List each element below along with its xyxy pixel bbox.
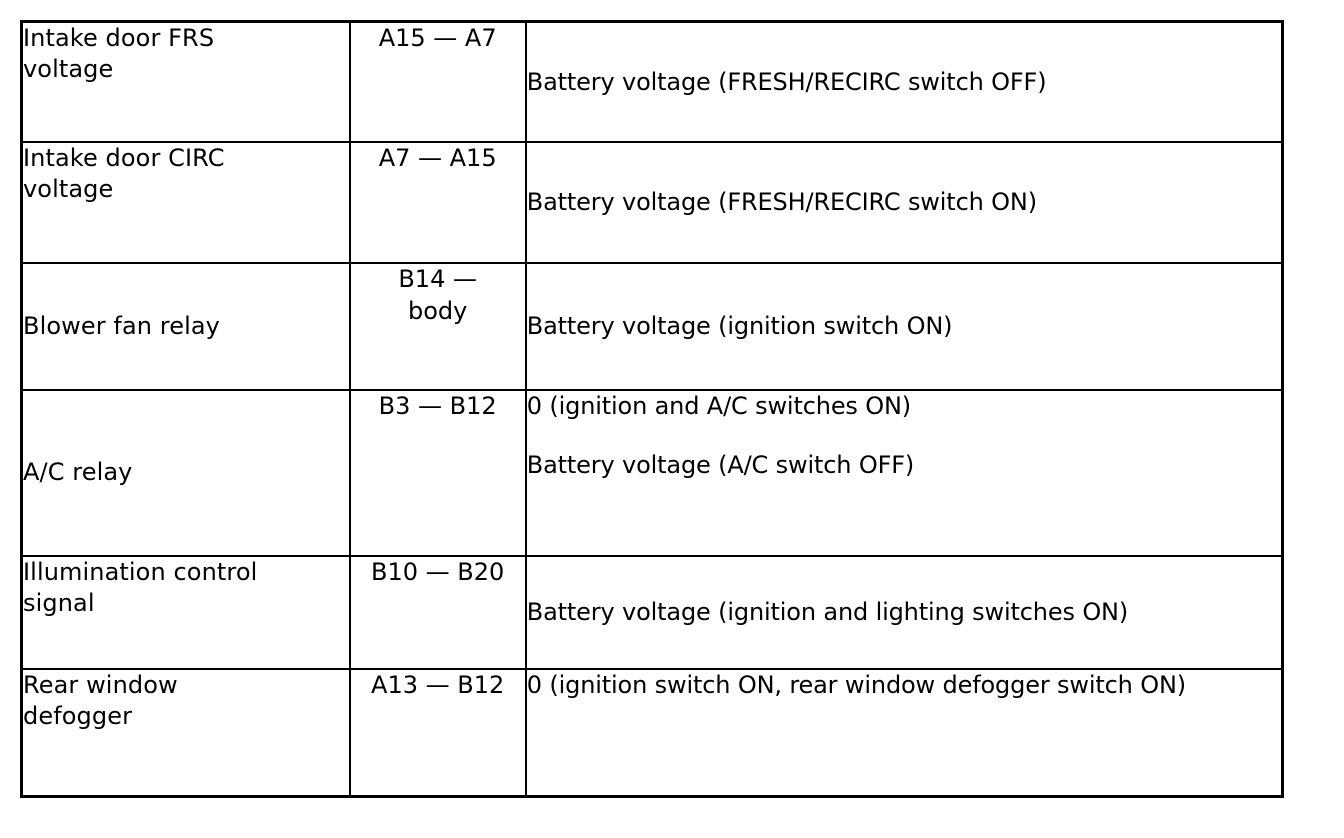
circuit-name-text: Rear window defogger: [23, 671, 178, 731]
condition-text: 0 (ignition and A/C switches ON): [526, 392, 912, 420]
terminal-pair-text: A13 — B12: [371, 671, 505, 699]
condition-text: Battery voltage (FRESH/RECIRC switch ON): [526, 188, 1037, 217]
condition-text: Battery voltage (FRESH/RECIRC switch OFF…: [526, 67, 1047, 96]
cell-condition: Battery voltage (FRESH/RECIRC switch OFF…: [524, 21, 1284, 143]
condition-text: 0 (ignition switch ON, rear window defog…: [526, 671, 1186, 699]
terminal-pair-text: B14 — body: [398, 265, 477, 325]
condition-text-secondary: Battery voltage (A/C switch OFF): [526, 450, 915, 479]
cell-condition: Battery voltage (ignition and lighting s…: [524, 555, 1284, 670]
cell-circuit-name: Intake door FRS voltage: [21, 21, 351, 143]
cell-terminal-pair: A7 — A15: [348, 141, 527, 264]
table-row: A/C relay B3 — B12 0 (ignition and A/C s…: [21, 389, 1284, 557]
terminal-voltage-table: Intake door FRS voltage A15 — A7 Battery…: [20, 20, 1284, 798]
cell-condition: 0 (ignition switch ON, rear window defog…: [524, 668, 1284, 797]
cell-condition: 0 (ignition and A/C switches ON) Battery…: [524, 389, 1284, 557]
cell-circuit-name: A/C relay: [21, 389, 351, 557]
circuit-name-text: Intake door FRS voltage: [23, 24, 215, 84]
cell-terminal-pair: A15 — A7: [348, 21, 527, 143]
cell-terminal-pair: B14 — body: [348, 262, 527, 391]
circuit-name-text: Illumination control signal: [23, 558, 258, 618]
terminal-pair-text: B3 — B12: [378, 392, 497, 420]
cell-condition: Battery voltage (ignition switch ON): [524, 262, 1284, 391]
cell-circuit-name: Rear window defogger: [21, 668, 351, 797]
circuit-name-text: A/C relay: [23, 458, 133, 487]
cell-condition: Battery voltage (FRESH/RECIRC switch ON): [524, 141, 1284, 264]
cell-circuit-name: Illumination control signal: [21, 555, 351, 670]
table-row: Intake door CIRC voltage A7 — A15 Batter…: [21, 141, 1284, 264]
cell-terminal-pair: A13 — B12: [348, 668, 527, 797]
circuit-name-text: Blower fan relay: [23, 311, 220, 340]
table-row: Rear window defogger A13 — B12 0 (igniti…: [21, 668, 1284, 797]
table-row: Illumination control signal B10 — B20 Ba…: [21, 555, 1284, 670]
terminal-pair-text: B10 — B20: [371, 558, 505, 586]
table-body: Intake door FRS voltage A15 — A7 Battery…: [21, 21, 1284, 797]
cell-circuit-name: Blower fan relay: [21, 262, 351, 391]
condition-text: Battery voltage (ignition and lighting s…: [526, 598, 1129, 627]
circuit-name-text: Intake door CIRC voltage: [23, 144, 225, 204]
table-row: Intake door FRS voltage A15 — A7 Battery…: [21, 21, 1284, 143]
terminal-pair-text: A7 — A15: [378, 144, 497, 172]
terminal-pair-text: A15 — A7: [378, 24, 497, 52]
condition-text: Battery voltage (ignition switch ON): [526, 312, 953, 341]
cell-circuit-name: Intake door CIRC voltage: [21, 141, 351, 264]
cell-terminal-pair: B3 — B12: [348, 389, 527, 557]
table-row: Blower fan relay B14 — body Battery volt…: [21, 262, 1284, 391]
cell-terminal-pair: B10 — B20: [348, 555, 527, 670]
